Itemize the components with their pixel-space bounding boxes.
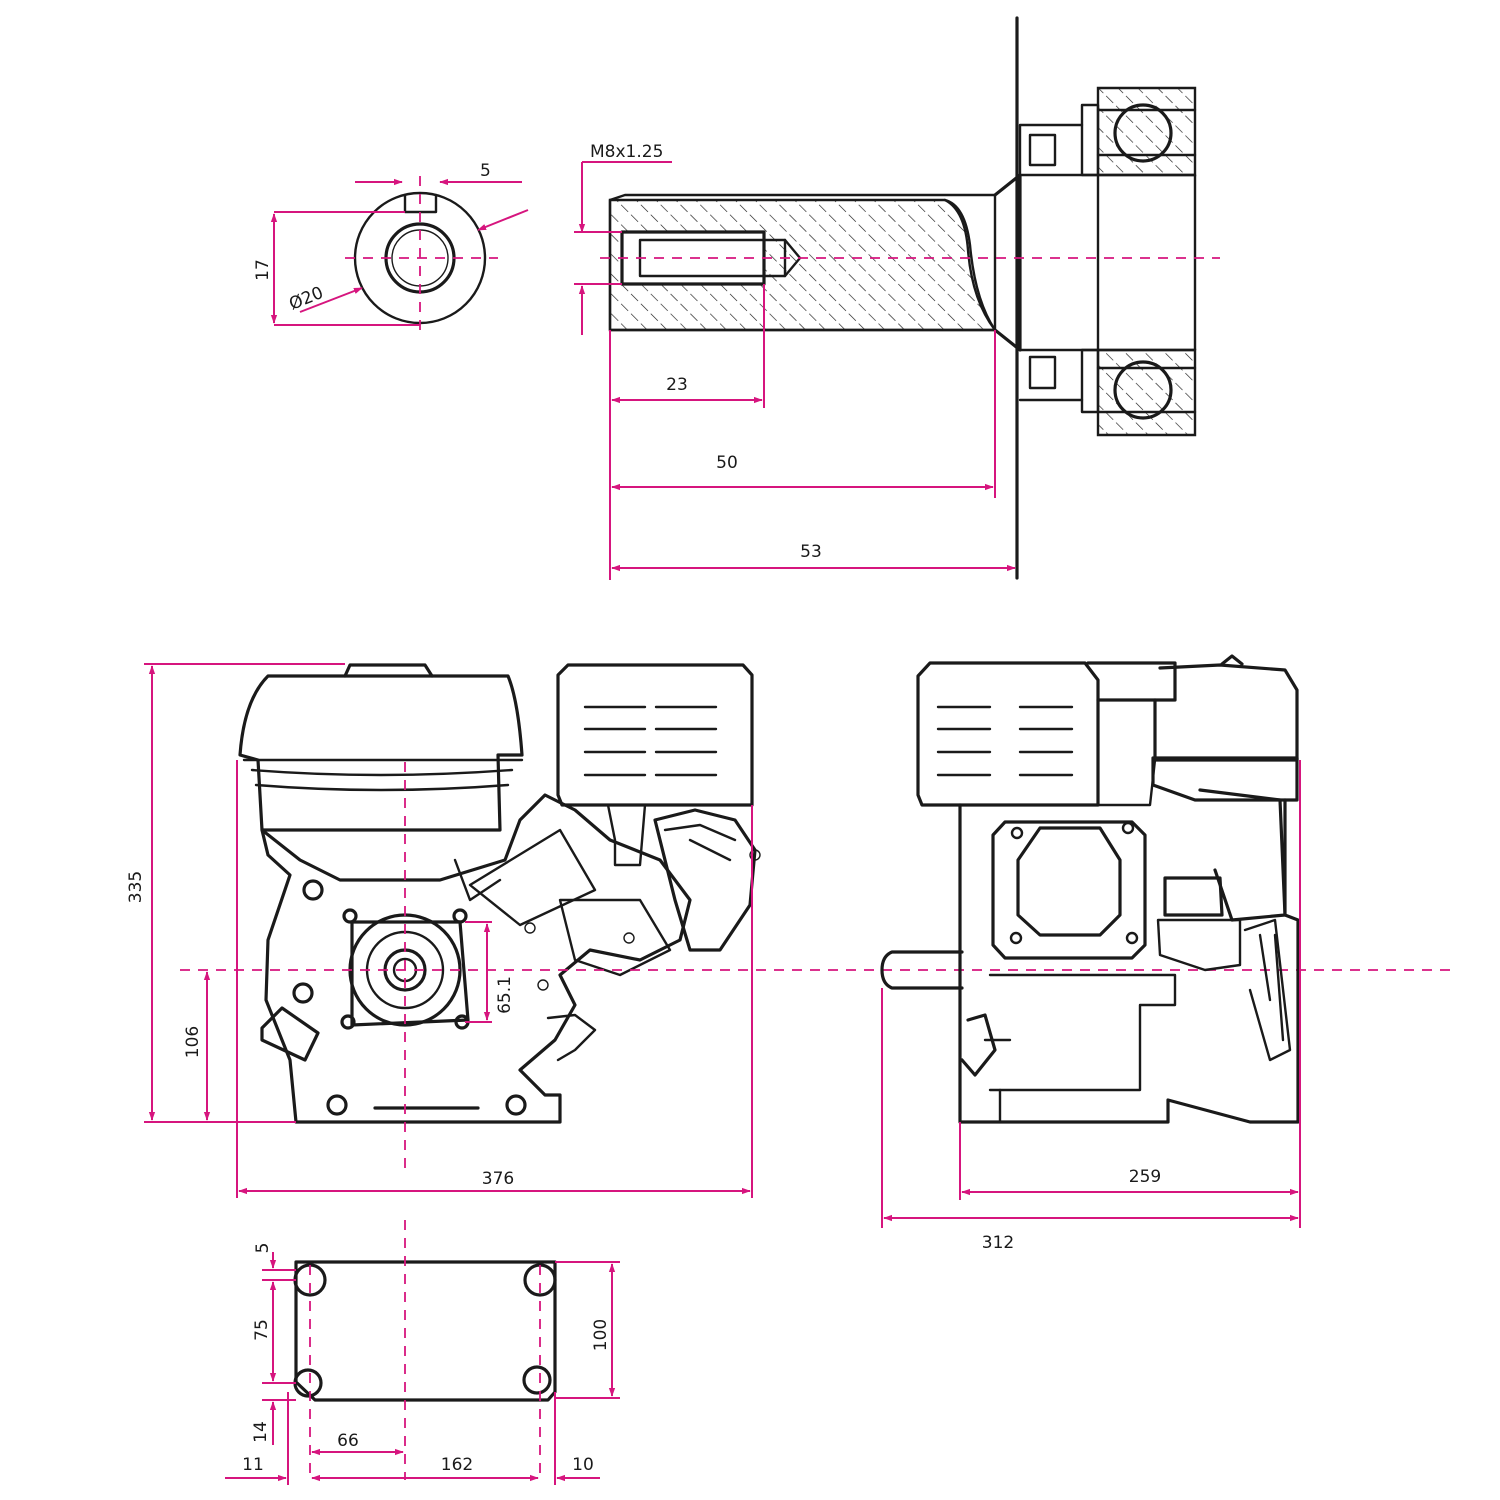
foot-bolt-right	[505, 1094, 527, 1116]
lug-top-left	[302, 879, 324, 901]
fuel-cap	[343, 663, 434, 678]
bearing-top-cap	[1018, 123, 1084, 177]
dim-base-depth: 100	[591, 1319, 611, 1351]
shaft-section-view: M8x1.25 23 50 53	[574, 16, 1220, 580]
side-air-filter-vents	[936, 705, 1074, 777]
dim-hole-edge: 5	[253, 1243, 273, 1254]
base-plate	[294, 1260, 557, 1402]
front-view: 65.1 335 106 376	[126, 663, 1450, 1198]
dim-hole-spacing-h: 162	[441, 1455, 473, 1475]
dim-key-depth: 17	[253, 259, 273, 281]
dim-edge-right: 10	[572, 1455, 594, 1475]
dim-height: 335	[126, 871, 146, 903]
fuel-tank	[238, 674, 524, 832]
air-filter-vents	[583, 705, 718, 777]
muffler-detail	[663, 823, 737, 862]
side-view: 259 312	[880, 654, 1301, 1253]
carb-bowl	[1156, 918, 1242, 972]
dim-shaft-height: 106	[183, 1026, 203, 1058]
fuel-tank-rib1	[250, 768, 514, 777]
crankcase-outline	[260, 793, 692, 1124]
flange-hole-tr	[452, 908, 468, 924]
foot-bolt-left	[326, 1094, 348, 1116]
cylinder-fins	[468, 828, 597, 927]
air-filter-neck	[606, 803, 647, 867]
oil-filler	[960, 1013, 997, 1077]
side-tank-body	[1096, 698, 1157, 807]
side-fins	[1243, 918, 1292, 1062]
dim-thread: M8x1.25	[590, 142, 663, 162]
dim-thread-depth: 23	[666, 375, 688, 395]
flange-hole-tl	[342, 908, 358, 924]
bearing-housing	[1018, 173, 1197, 352]
valve-cover	[1016, 826, 1122, 937]
bearing-bottom-seal	[1080, 348, 1100, 414]
dim-crankcase-depth: 259	[1129, 1167, 1161, 1187]
side-air-filter	[916, 661, 1100, 807]
side-shaft-stub	[880, 950, 964, 990]
block-bolt	[524, 922, 536, 934]
dim-edge-left: 11	[242, 1455, 264, 1475]
side-starter-housing	[1198, 788, 1287, 922]
dim-diameter-leader-right	[477, 209, 529, 231]
carburetor	[1163, 876, 1224, 917]
cylinder-edge	[453, 858, 502, 902]
bearing-bottom-ball	[1113, 360, 1173, 420]
side-fin-lines	[1258, 933, 1285, 1042]
muffler	[653, 808, 757, 952]
flange-hole-bl	[340, 1014, 356, 1030]
dim-shaft-length: 50	[716, 453, 738, 473]
dim-key-width: 5	[480, 161, 491, 181]
bearing-bottom-clip	[1028, 355, 1057, 390]
engine-foot-bracket	[546, 1013, 597, 1062]
valve-bolt-tr	[1121, 821, 1135, 835]
muffler-bolt	[749, 849, 761, 861]
lug-mid-left	[292, 982, 314, 1004]
side-block-detail	[983, 1038, 1012, 1124]
head-bolt	[623, 932, 635, 944]
dim-diameter-leader-left	[299, 287, 363, 313]
base-hole-br	[522, 1365, 552, 1395]
dim-overall-depth: 312	[982, 1233, 1014, 1253]
dim-bolt-square: 65.1	[495, 976, 515, 1014]
oil-drain-plug	[260, 1006, 320, 1062]
side-fuel-cap	[1086, 661, 1177, 702]
shaft-fillet-curve	[943, 198, 997, 332]
valve-bolt-tl	[1010, 826, 1024, 840]
side-crankcase	[958, 798, 1300, 1124]
cylinder-head	[558, 898, 672, 977]
bearing-top-clip	[1028, 133, 1057, 167]
shaft-flange-taper	[993, 173, 1022, 352]
shaft-outline	[608, 193, 997, 332]
valve-bolt-br	[1125, 931, 1139, 945]
valve-bolt-bl	[1009, 931, 1023, 945]
dim-width: 376	[482, 1169, 514, 1189]
side-block-panel	[988, 973, 1177, 1092]
base-mount-view: 5 75 100 14 11 66 162 10	[225, 1220, 620, 1485]
bearing-top-seal	[1080, 103, 1100, 177]
block-bolt2	[537, 979, 549, 991]
dim-total-length: 53	[800, 542, 822, 562]
shaft-end-view: 5 17 Ø20	[253, 161, 529, 335]
dim-offset-bottom: 14	[251, 1421, 271, 1443]
fuel-tank-rib2	[254, 783, 510, 792]
air-filter-housing	[556, 663, 754, 807]
valve-cover-plate	[991, 820, 1147, 960]
bearing-top-ball	[1113, 103, 1173, 163]
dim-hole-spacing-v: 75	[252, 1319, 272, 1341]
side-recoil-knob	[1220, 654, 1244, 666]
dim-axis-offset: 66	[337, 1431, 359, 1451]
